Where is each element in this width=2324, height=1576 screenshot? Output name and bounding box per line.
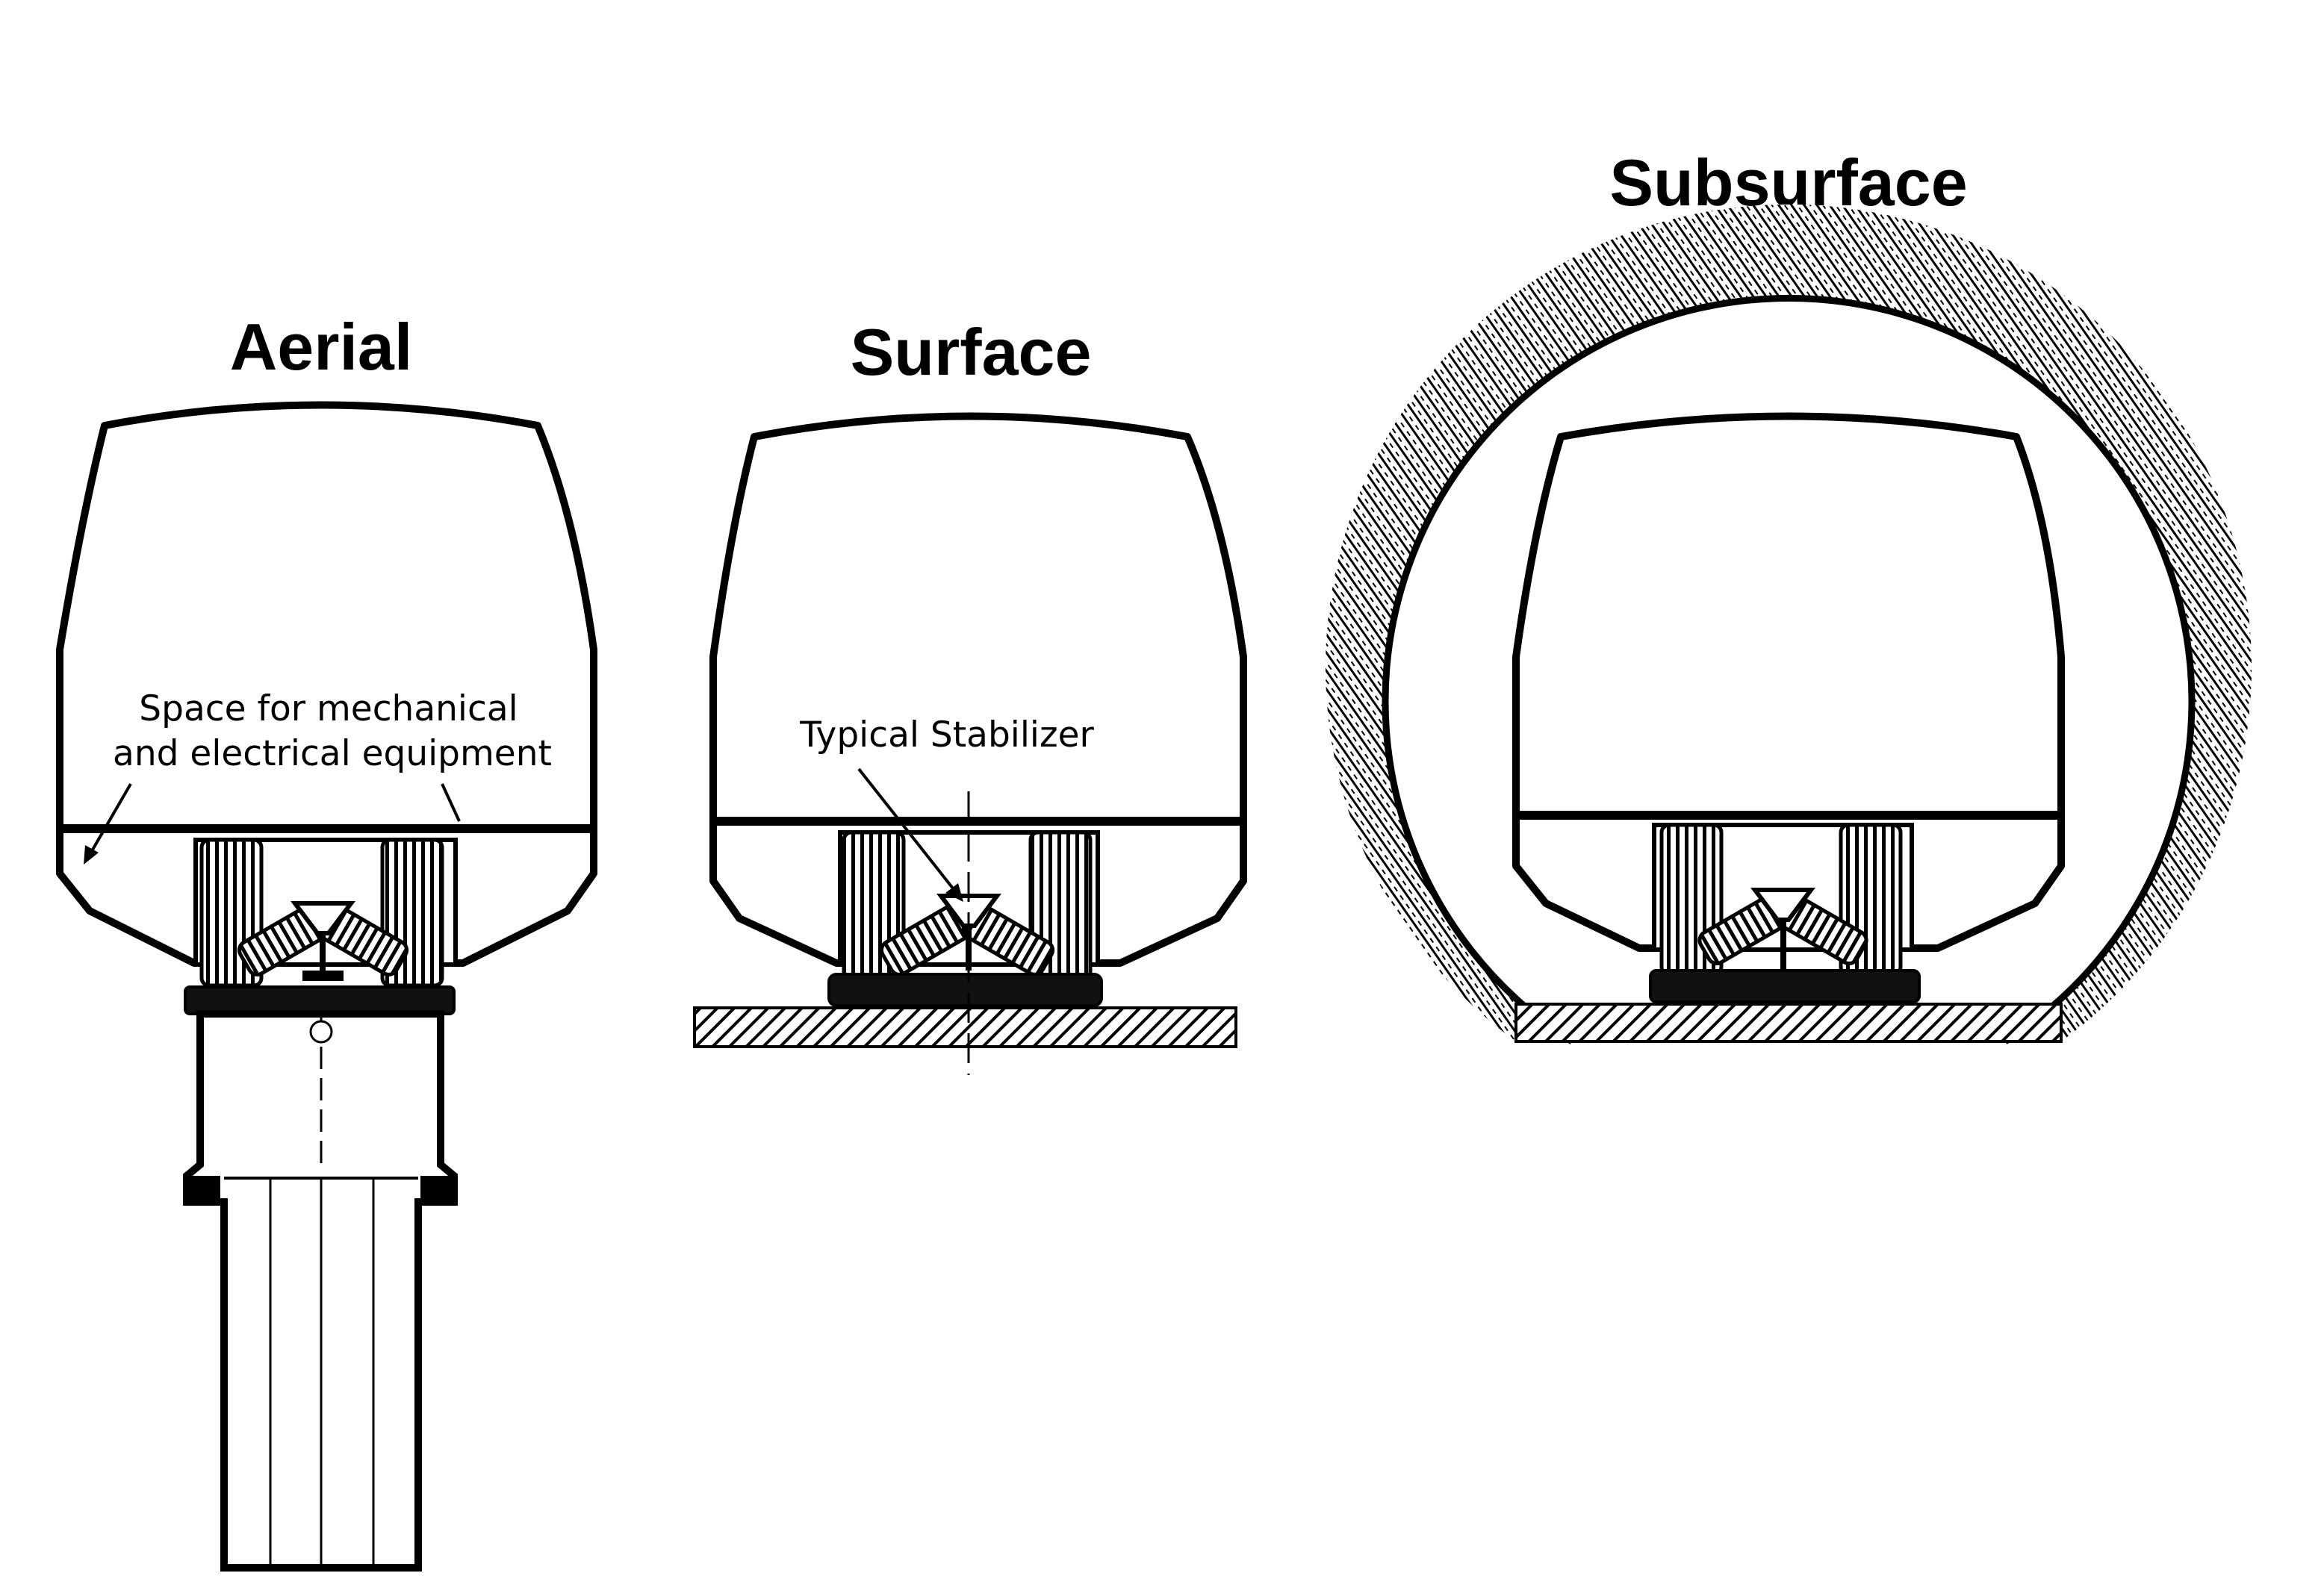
stabilizer-label: Typical Stabilizer: [799, 714, 1094, 756]
equipment-leader-line-right: [441, 783, 461, 822]
surface-section: Surface Typical Stabilizer: [693, 315, 1247, 1075]
surface-ground: [693, 1006, 1237, 1048]
equipment-leader-line-left: [88, 782, 132, 856]
stabilizer-leader-line: [857, 767, 957, 894]
surface-title: Surface: [851, 315, 1092, 389]
subsurface-stabilizer: [1750, 888, 1815, 922]
aerial-vehicle-body: [56, 401, 597, 967]
equipment-label-line2: and electrical equipment: [113, 733, 552, 774]
subsurface-guideway-slab: [1649, 969, 1921, 1003]
surface-guideway-slab: [827, 973, 1103, 1007]
aerial-stabilizer: [290, 901, 355, 935]
aerial-title: Aerial: [230, 310, 413, 384]
aerial-guideway-cap: [184, 985, 456, 1015]
equipment-label-line1: Space for mechanical: [139, 688, 518, 729]
aerial-section: Aerial Space for mechanical and electric…: [56, 310, 597, 1572]
surface-vehicle-body: [709, 412, 1247, 967]
surface-stabilizer: [936, 894, 1001, 928]
subsurface-section: Subsurface: [1325, 146, 2252, 1044]
subsurface-tunnel-floor: [1514, 1003, 2063, 1043]
